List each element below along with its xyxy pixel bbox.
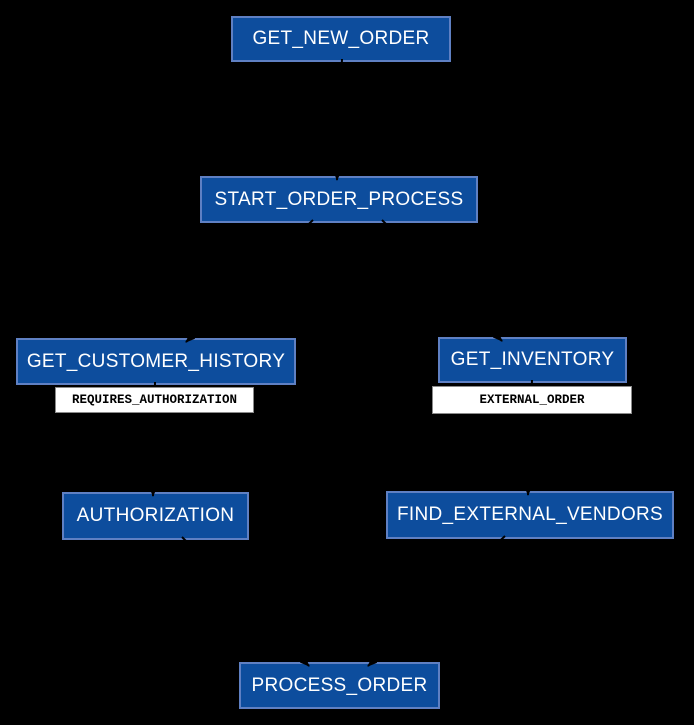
- edge-start-order-process-to-get-customer-history: [185, 219, 314, 343]
- edge-label-external-order: EXTERNAL_ORDER: [432, 386, 632, 414]
- node-find-external-vendors: FIND_EXTERNAL_VENDORS: [386, 491, 674, 539]
- node-authorization: AUTHORIZATION: [62, 492, 249, 540]
- node-process-order: PROCESS_ORDER: [239, 662, 440, 709]
- edge-get-new-order-to-start-order-process: [333, 58, 343, 181]
- node-get-new-order: GET_NEW_ORDER: [231, 16, 451, 62]
- edge-label-requires-authorization: REQUIRES_AUTHORIZATION: [55, 387, 254, 413]
- node-start-order-process: START_ORDER_PROCESS: [200, 176, 478, 223]
- edge-find-external-vendors-to-process-order: [367, 535, 506, 667]
- node-get-inventory: GET_INVENTORY: [438, 337, 627, 383]
- edge-start-order-process-to-get-inventory: [381, 219, 503, 342]
- edge-authorization-to-process-order: [181, 536, 310, 667]
- node-get-customer-history: GET_CUSTOMER_HISTORY: [16, 338, 296, 385]
